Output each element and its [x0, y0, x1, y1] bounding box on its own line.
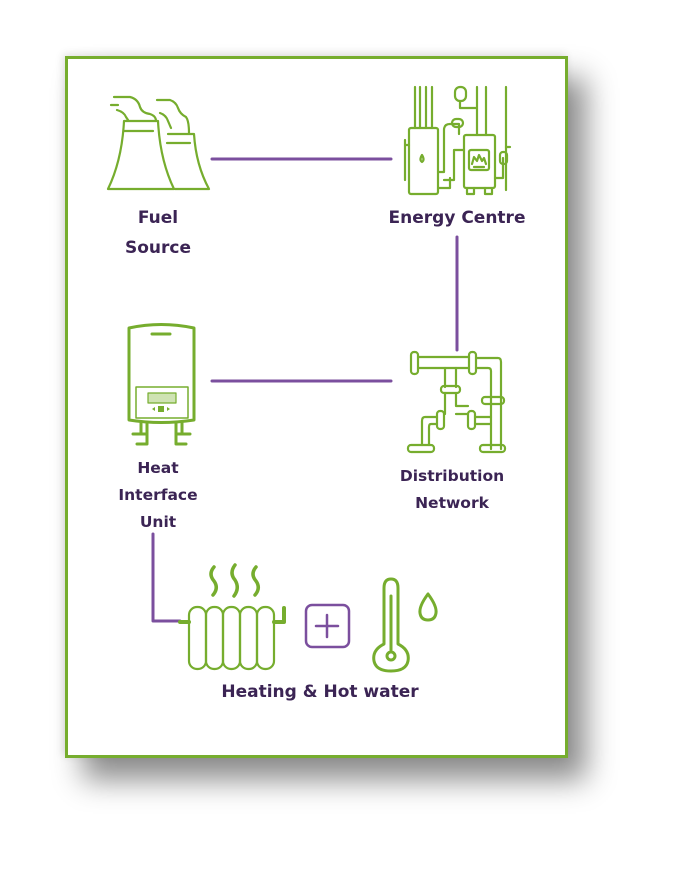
heating-hot-water-label: Heating & Hot water [221, 682, 419, 702]
plus-icon [304, 603, 351, 649]
boiler-plant-icon [403, 85, 512, 196]
water-drop-icon [418, 592, 438, 622]
connector-hiu-heating [151, 532, 182, 623]
fuel-source-label: Fuel Source [125, 203, 191, 263]
radiator-icon [178, 563, 286, 671]
energy-centre-label: Energy Centre [388, 208, 526, 228]
hiu-line1: Heat [137, 459, 179, 477]
distribution-network-label: Distribution Network [400, 463, 504, 517]
distribution-line2: Network [415, 494, 489, 512]
cooling-towers-icon [106, 95, 211, 191]
distribution-line1: Distribution [399, 467, 505, 485]
thermometer-icon [372, 577, 410, 673]
pipes-icon [406, 350, 507, 454]
hiu-line2: Interface [118, 486, 198, 504]
fuel-source-line2: Source [124, 238, 192, 258]
steam-icon [209, 563, 260, 598]
heat-interface-unit-label: Heat Interface Unit [118, 455, 197, 536]
fuel-source-line1: Fuel [137, 208, 179, 228]
hiu-line3: Unit [139, 513, 177, 531]
diagram-frame [65, 56, 568, 758]
wall-unit-icon [127, 323, 196, 446]
